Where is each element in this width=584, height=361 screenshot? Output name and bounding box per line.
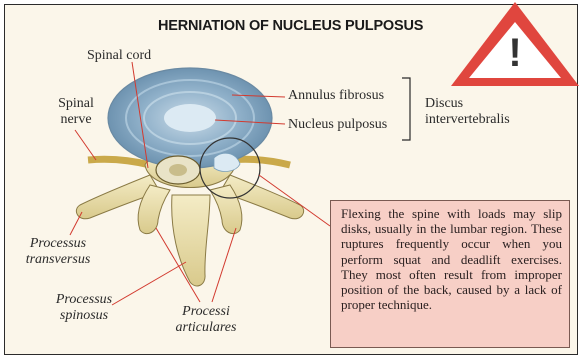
leader-articulares-right [212,228,236,302]
leader-spinal-nerve [75,130,96,160]
label-processus-transversus-line1: Processus [18,236,98,252]
label-processi-articulares-line2: articulares [166,320,246,336]
label-processus-spinosus-line1: Processus [44,292,124,308]
label-discus-line2: intervertebralis [425,112,510,128]
exercise-warning-note: Flexing the spine with loads may slip di… [330,200,570,348]
processus-spinosus [172,195,210,286]
label-spinal-nerve-line1: Spinal [46,96,106,112]
label-processus-spinosus-line2: spinosus [44,308,124,324]
spinal-nerve-left [88,159,150,165]
nucleus-pulposus-shape [164,104,216,132]
label-spinal-cord: Spinal cord [87,48,151,64]
spinal-cord-core [169,164,187,176]
label-nucleus-pulposus: Nucleus pulposus [288,117,387,133]
label-discus-line1: Discus [425,96,463,112]
label-processi-articulares-line1: Processi [166,304,246,320]
label-annulus-fibrosus: Annulus fibrosus [288,88,384,104]
discus-bracket [402,78,410,140]
label-processus-transversus-line2: transversus [18,252,98,268]
label-spinal-nerve-line2: nerve [46,112,106,128]
leader-transversus [70,212,82,235]
